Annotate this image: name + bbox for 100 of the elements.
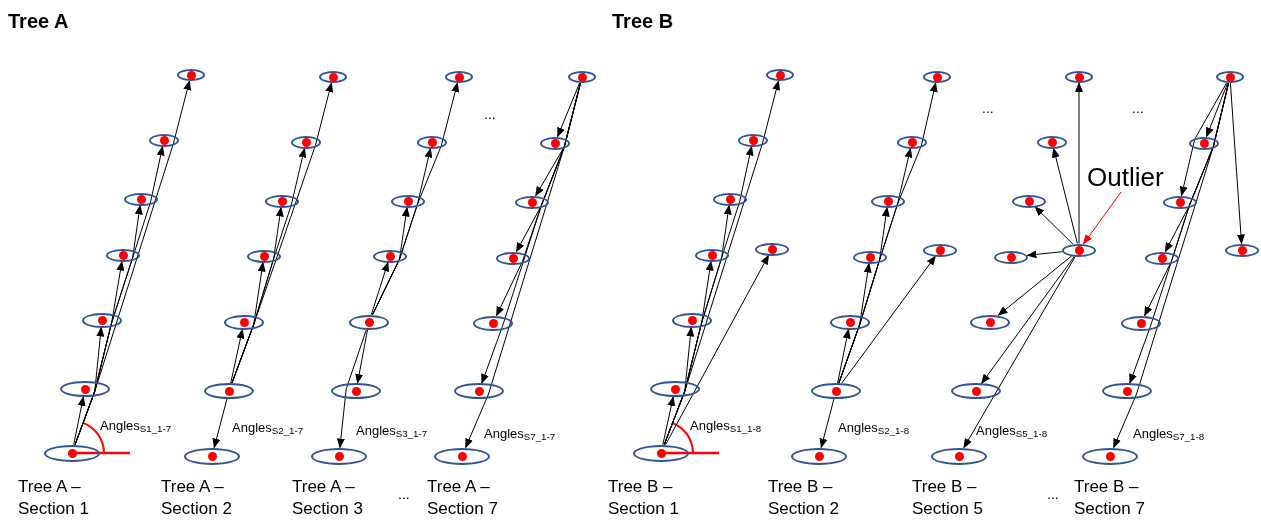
- point-ellipse: [473, 315, 513, 331]
- arrow: [997, 255, 1073, 316]
- point-ellipse: [738, 133, 768, 147]
- arrow: [665, 254, 770, 446]
- point-ellipse: [515, 195, 549, 209]
- point-ellipse: [291, 135, 321, 149]
- point-ellipse: [853, 250, 887, 264]
- arrow: [819, 398, 835, 449]
- point-ellipse: [713, 192, 747, 206]
- angle-label: Angles$_{S7_1-7}$: [484, 425, 556, 444]
- point-ellipse: [1102, 383, 1152, 399]
- point-ellipse: [1225, 243, 1259, 257]
- ellipsis-text: ...: [398, 485, 410, 504]
- section-label: Tree B – Section 1: [608, 476, 680, 520]
- point-ellipse: [445, 71, 473, 83]
- point-ellipse: [311, 447, 367, 465]
- point-ellipse: [204, 383, 254, 399]
- point-ellipse: [60, 381, 110, 397]
- point-ellipse: [454, 383, 504, 399]
- point-ellipse: [82, 312, 122, 328]
- point-ellipse: [184, 447, 240, 465]
- point-ellipse: [672, 312, 712, 328]
- point-ellipse: [923, 243, 957, 257]
- point-ellipse: [265, 194, 299, 208]
- point-ellipse: [149, 133, 179, 147]
- arrow: [212, 398, 228, 449]
- arrow: [1229, 82, 1245, 245]
- point-ellipse: [1145, 251, 1179, 265]
- point-ellipse: [994, 250, 1028, 264]
- point-ellipse: [331, 383, 381, 399]
- point-ellipse: [755, 242, 789, 256]
- point-ellipse: [811, 383, 861, 399]
- arrow: [841, 255, 936, 384]
- point-ellipse: [970, 314, 1010, 330]
- point-ellipse: [923, 71, 951, 83]
- point-ellipse: [871, 194, 905, 208]
- point-ellipse: [1121, 315, 1161, 331]
- arrow: [1034, 206, 1074, 245]
- angle-label: Angles$_{S5_1-8}$: [976, 422, 1048, 441]
- point-ellipse: [177, 69, 205, 81]
- arrow: [838, 262, 872, 384]
- point-ellipse: [568, 71, 596, 83]
- point-ellipse: [1062, 243, 1096, 257]
- arrow: [1026, 250, 1064, 259]
- arrow: [662, 396, 676, 445]
- point-ellipse: [1037, 135, 1067, 149]
- point-ellipse: [1216, 71, 1244, 83]
- arrow: [1051, 147, 1078, 245]
- point-ellipse: [44, 444, 100, 462]
- arrow: [370, 261, 390, 316]
- arrow: [336, 328, 367, 449]
- arrow: [1113, 82, 1230, 449]
- point-ellipse: [931, 447, 987, 465]
- point-ellipse: [349, 314, 389, 330]
- arrow: [837, 328, 851, 384]
- leader-arrow: [1082, 191, 1122, 245]
- point-ellipse: [496, 251, 530, 265]
- section-label: Tree A – Section 2: [161, 476, 233, 520]
- arrow: [372, 206, 410, 316]
- arrow: [1179, 82, 1228, 197]
- arrow: [557, 82, 581, 138]
- arrow: [963, 255, 1076, 449]
- section-label: Tree A – Section 1: [18, 476, 90, 520]
- point-ellipse: [650, 381, 700, 397]
- arrow: [230, 328, 245, 384]
- point-ellipse: [791, 447, 847, 465]
- section-label: Tree A – Section 3: [292, 476, 364, 520]
- ellipsis-text: ...: [1132, 99, 1144, 118]
- point-ellipse: [434, 447, 490, 465]
- arrow: [73, 396, 86, 445]
- angle-label: Angles$_{S3_1-7}$: [356, 422, 428, 441]
- point-ellipse: [319, 71, 347, 83]
- point-ellipse: [1012, 194, 1046, 208]
- point-ellipse: [1189, 136, 1219, 150]
- point-ellipse: [951, 383, 1001, 399]
- angle-label: Angles$_{S1_1-8}$: [690, 417, 762, 436]
- point-ellipse: [417, 135, 447, 149]
- point-ellipse: [695, 248, 729, 262]
- arrow: [663, 326, 695, 446]
- outlier-label: Outlier: [1087, 162, 1177, 192]
- heading: Tree B: [612, 9, 674, 34]
- angle-label: Angles$_{S2_1-7}$: [232, 419, 304, 438]
- point-ellipse: [124, 192, 158, 206]
- point-ellipse: [391, 194, 425, 208]
- angle-label: Angles$_{S1_1-7}$: [100, 417, 172, 436]
- arrow: [355, 329, 369, 384]
- angle-label: Angles$_{S2_1-8}$: [838, 419, 910, 438]
- arrow: [74, 326, 105, 446]
- point-ellipse: [633, 444, 689, 462]
- section-label: Tree B – Section 2: [768, 476, 840, 520]
- angle-label: Angles$_{S7_1-8}$: [1133, 425, 1205, 444]
- point-ellipse: [540, 136, 570, 150]
- ellipsis-text: ...: [982, 99, 994, 118]
- point-ellipse: [897, 135, 927, 149]
- heading: Tree A: [8, 9, 69, 34]
- section-label: Tree B – Section 5: [912, 476, 984, 520]
- arrow: [1075, 82, 1083, 244]
- ellipsis-text: ...: [484, 105, 496, 124]
- point-ellipse: [224, 314, 264, 330]
- point-ellipse: [830, 314, 870, 330]
